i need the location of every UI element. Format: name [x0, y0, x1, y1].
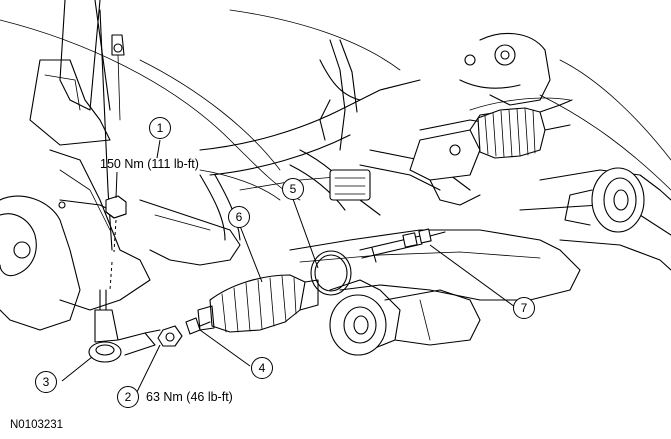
tie-rod-end-nut: [157, 325, 183, 347]
right-upper-hub: [459, 32, 551, 106]
callout-5: 5: [282, 178, 304, 200]
lines-and-brackets: [199, 39, 471, 241]
torque-label-1: 150 Nm (111 lb-ft): [100, 157, 199, 171]
body-outline: [0, 9, 671, 201]
subframe-bushing: [564, 167, 645, 233]
figure-id: N0103231: [10, 419, 64, 431]
leader-lines: [61, 139, 516, 397]
callout-6: 6: [228, 206, 250, 228]
callout-2: 2: [117, 386, 139, 408]
callout-1: 1: [149, 117, 171, 139]
tie-rod-upper-nut: [105, 195, 127, 219]
subframe: [199, 79, 671, 301]
callout-4: 4: [251, 357, 273, 379]
lower-arm: [329, 279, 481, 356]
jam-nut: [185, 317, 211, 335]
steering-gear: [409, 99, 573, 206]
callout-3: 3: [35, 371, 57, 393]
torque-label-2: 63 Nm (46 lb-ft): [146, 390, 233, 404]
inner-tie-rod: [359, 228, 446, 263]
strut-assembly: [29, 0, 125, 251]
boot-clamp: [310, 250, 352, 296]
outer-tie-rod-end: [88, 289, 161, 363]
callout-7: 7: [513, 297, 535, 319]
steering-boot: [197, 274, 319, 333]
